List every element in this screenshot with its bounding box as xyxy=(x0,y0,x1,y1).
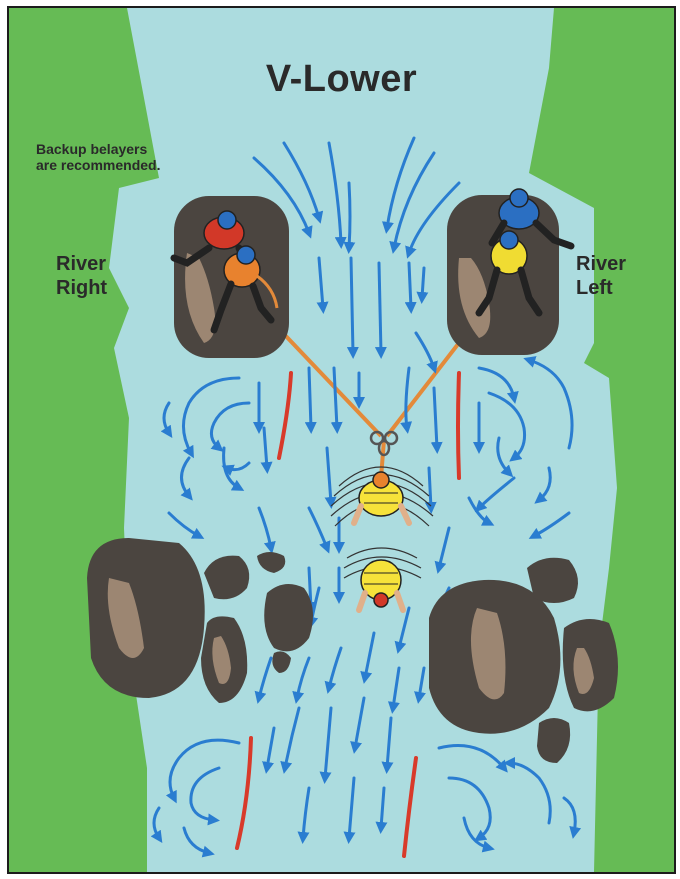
current-arrow xyxy=(409,263,411,308)
backup-belayers-note: Backup belayers are recommended. xyxy=(36,141,161,173)
current-arrow xyxy=(309,368,311,428)
label-river-right-line-2: Right xyxy=(56,276,107,300)
current-arrow xyxy=(379,263,381,353)
label-river-left: River Left xyxy=(576,252,626,300)
eddy-line xyxy=(458,373,459,478)
current-arrow xyxy=(351,258,353,353)
label-river-left-line-2: Left xyxy=(576,276,626,300)
diagram-title: V-Lower xyxy=(9,58,674,101)
note-line-1: Backup belayers xyxy=(36,141,161,157)
current-arrow xyxy=(422,268,424,298)
note-line-2: are recommended. xyxy=(36,157,161,173)
label-river-left-line-1: River xyxy=(576,252,626,276)
diagram-frame: V-Lower Backup belayers are recommended.… xyxy=(7,6,676,874)
current-arrow xyxy=(429,468,431,508)
label-river-right-line-1: River xyxy=(56,252,107,276)
current-arrow xyxy=(349,183,350,248)
river-scene xyxy=(9,8,674,872)
label-river-right: River Right xyxy=(56,252,107,300)
